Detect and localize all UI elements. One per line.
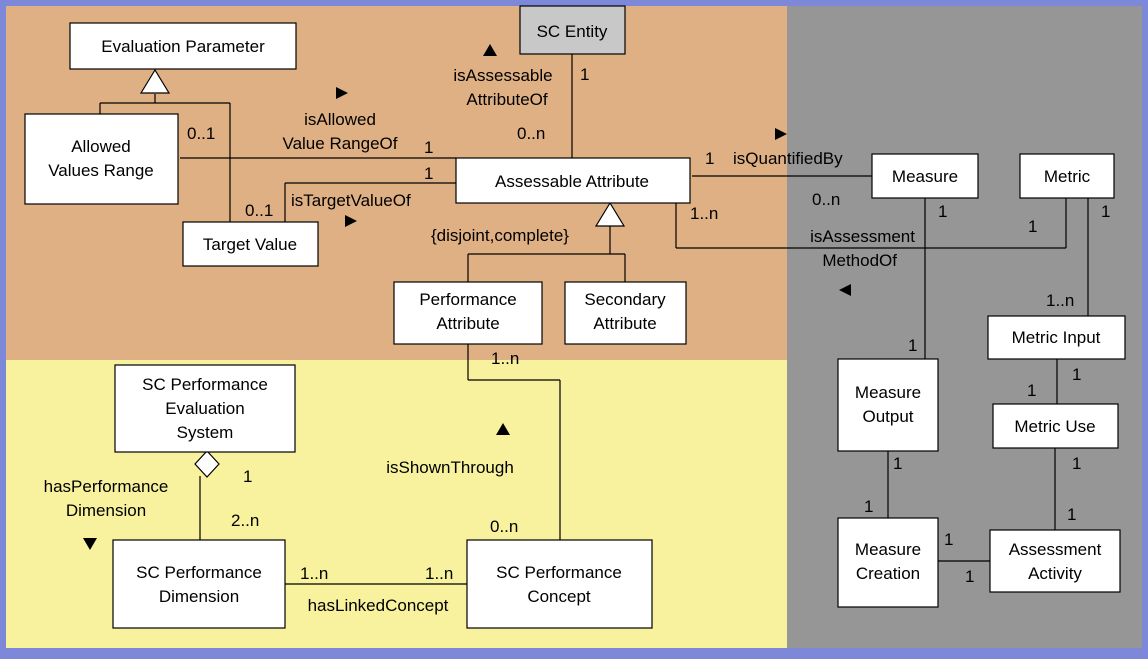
class-target-value[interactable]: Target Value [182,221,319,267]
multiplicity: 1..n [300,564,328,583]
association-label: isAllowed [304,110,376,129]
class-secondary-attribute[interactable]: Secondary Attribute [564,281,687,345]
class-name: SC Entity [537,22,608,41]
class-name: Metric Input [1012,328,1101,347]
class-name: Metric Use [1014,417,1095,436]
class-name: Evaluation [165,399,244,418]
class-name: SC Performance [496,563,622,582]
multiplicity: 0..n [517,124,545,143]
multiplicity: 1 [1072,365,1081,384]
class-performance-attribute[interactable]: Performance Attribute [393,281,543,345]
direction-arrow-right [775,128,787,140]
class-name: Concept [527,587,591,606]
class-measure[interactable]: Measure [871,153,979,199]
association-label: isTargetValueOf [291,191,411,210]
class-metric[interactable]: Metric [1019,153,1115,199]
class-name: Assessment [1009,540,1102,559]
association-label: Dimension [66,501,146,520]
association-label: hasLinkedConcept [308,596,449,615]
multiplicity: 1 [1027,381,1036,400]
constraint-label: {disjoint,complete} [431,226,569,245]
direction-arrow-down [83,538,97,550]
class-sc-performance-dimension[interactable]: SC Performance Dimension [112,539,286,629]
connectors [99,54,1089,585]
multiplicity: 1 [424,164,433,183]
association-label: isShownThrough [386,458,514,477]
class-name: Metric [1044,167,1091,186]
class-allowed-values-range[interactable]: Allowed Values Range [24,113,179,205]
class-name: Allowed [71,137,131,156]
class-name: Output [862,407,913,426]
generalization-arrow [594,201,626,227]
class-name: Assessable Attribute [495,172,649,191]
multiplicity: 1 [243,467,252,486]
aggregation-diamond [194,450,220,478]
association-label: isQuantifiedBy [733,149,843,168]
direction-arrow-up [483,44,497,56]
class-sc-entity[interactable]: SC Entity [519,5,626,55]
class-name: Creation [856,564,920,583]
multiplicity: 1 [580,65,589,84]
multiplicity: 1..n [425,564,453,583]
class-name: Measure [855,540,921,559]
multiplicity: 1 [944,530,953,549]
multiplicity: 1 [1101,202,1110,221]
class-name: SC Performance [136,563,262,582]
multiplicity: 0..1 [245,201,273,220]
multiplicity: 0..n [490,517,518,536]
class-name: Measure [855,383,921,402]
multiplicity: 1 [1067,505,1076,524]
generalization-arrow [139,68,171,94]
class-measure-output[interactable]: Measure Output [837,358,939,452]
class-measure-creation[interactable]: Measure Creation [837,517,939,608]
class-name: SC Performance [142,375,268,394]
multiplicity: 1 [1072,454,1081,473]
multiplicity: 2..n [231,511,259,530]
class-name: Attribute [436,314,499,333]
multiplicity: 1 [938,202,947,221]
multiplicity: 1 [1028,217,1037,236]
class-name: Target Value [203,235,297,254]
multiplicity: 0..1 [187,124,215,143]
direction-arrow-up [496,423,510,435]
class-metric-use[interactable]: Metric Use [992,403,1119,449]
class-name: Dimension [159,587,239,606]
association-label: isAssessment [810,227,915,246]
direction-arrow-right [345,215,357,227]
class-sc-performance-evaluation-system[interactable]: SC Performance Evaluation System [114,364,296,453]
class-sc-performance-concept[interactable]: SC Performance Concept [466,539,653,629]
association-label: hasPerformance [44,477,169,496]
multiplicity: 1..n [491,349,519,368]
class-name: System [177,423,234,442]
class-name: Evaluation Parameter [101,37,265,56]
multiplicity: 1 [893,454,902,473]
multiplicity: 1 [424,138,433,157]
class-assessable-attribute[interactable]: Assessable Attribute [455,157,691,204]
direction-arrow-right [336,87,348,99]
class-assessment-activity[interactable]: Assessment Activity [989,529,1121,593]
class-name: Performance [419,290,516,309]
class-name: Values Range [48,161,154,180]
multiplicity: 1 [864,497,873,516]
multiplicity: 1 [705,149,714,168]
association-label: MethodOf [822,251,897,270]
multiplicity: 1..n [1046,291,1074,310]
class-name: Activity [1028,564,1082,583]
association-label: Value RangeOf [283,134,398,153]
association-label: isAssessable [453,66,552,85]
multiplicity: 1..n [690,204,718,223]
class-evaluation-parameter[interactable]: Evaluation Parameter [69,22,297,70]
class-name: Secondary [584,290,666,309]
multiplicity: 1 [908,336,917,355]
class-name: Measure [892,167,958,186]
multiplicity: 0..n [812,190,840,209]
multiplicities: 1 0..n 0..1 1 1 0..1 1 0..n 1..n 1 1 1 1… [187,65,1110,586]
multiplicity: 1 [965,567,974,586]
class-name: Attribute [593,314,656,333]
association-label: AttributeOf [466,90,548,109]
class-metric-input[interactable]: Metric Input [987,315,1126,360]
direction-arrow-left [839,284,851,296]
